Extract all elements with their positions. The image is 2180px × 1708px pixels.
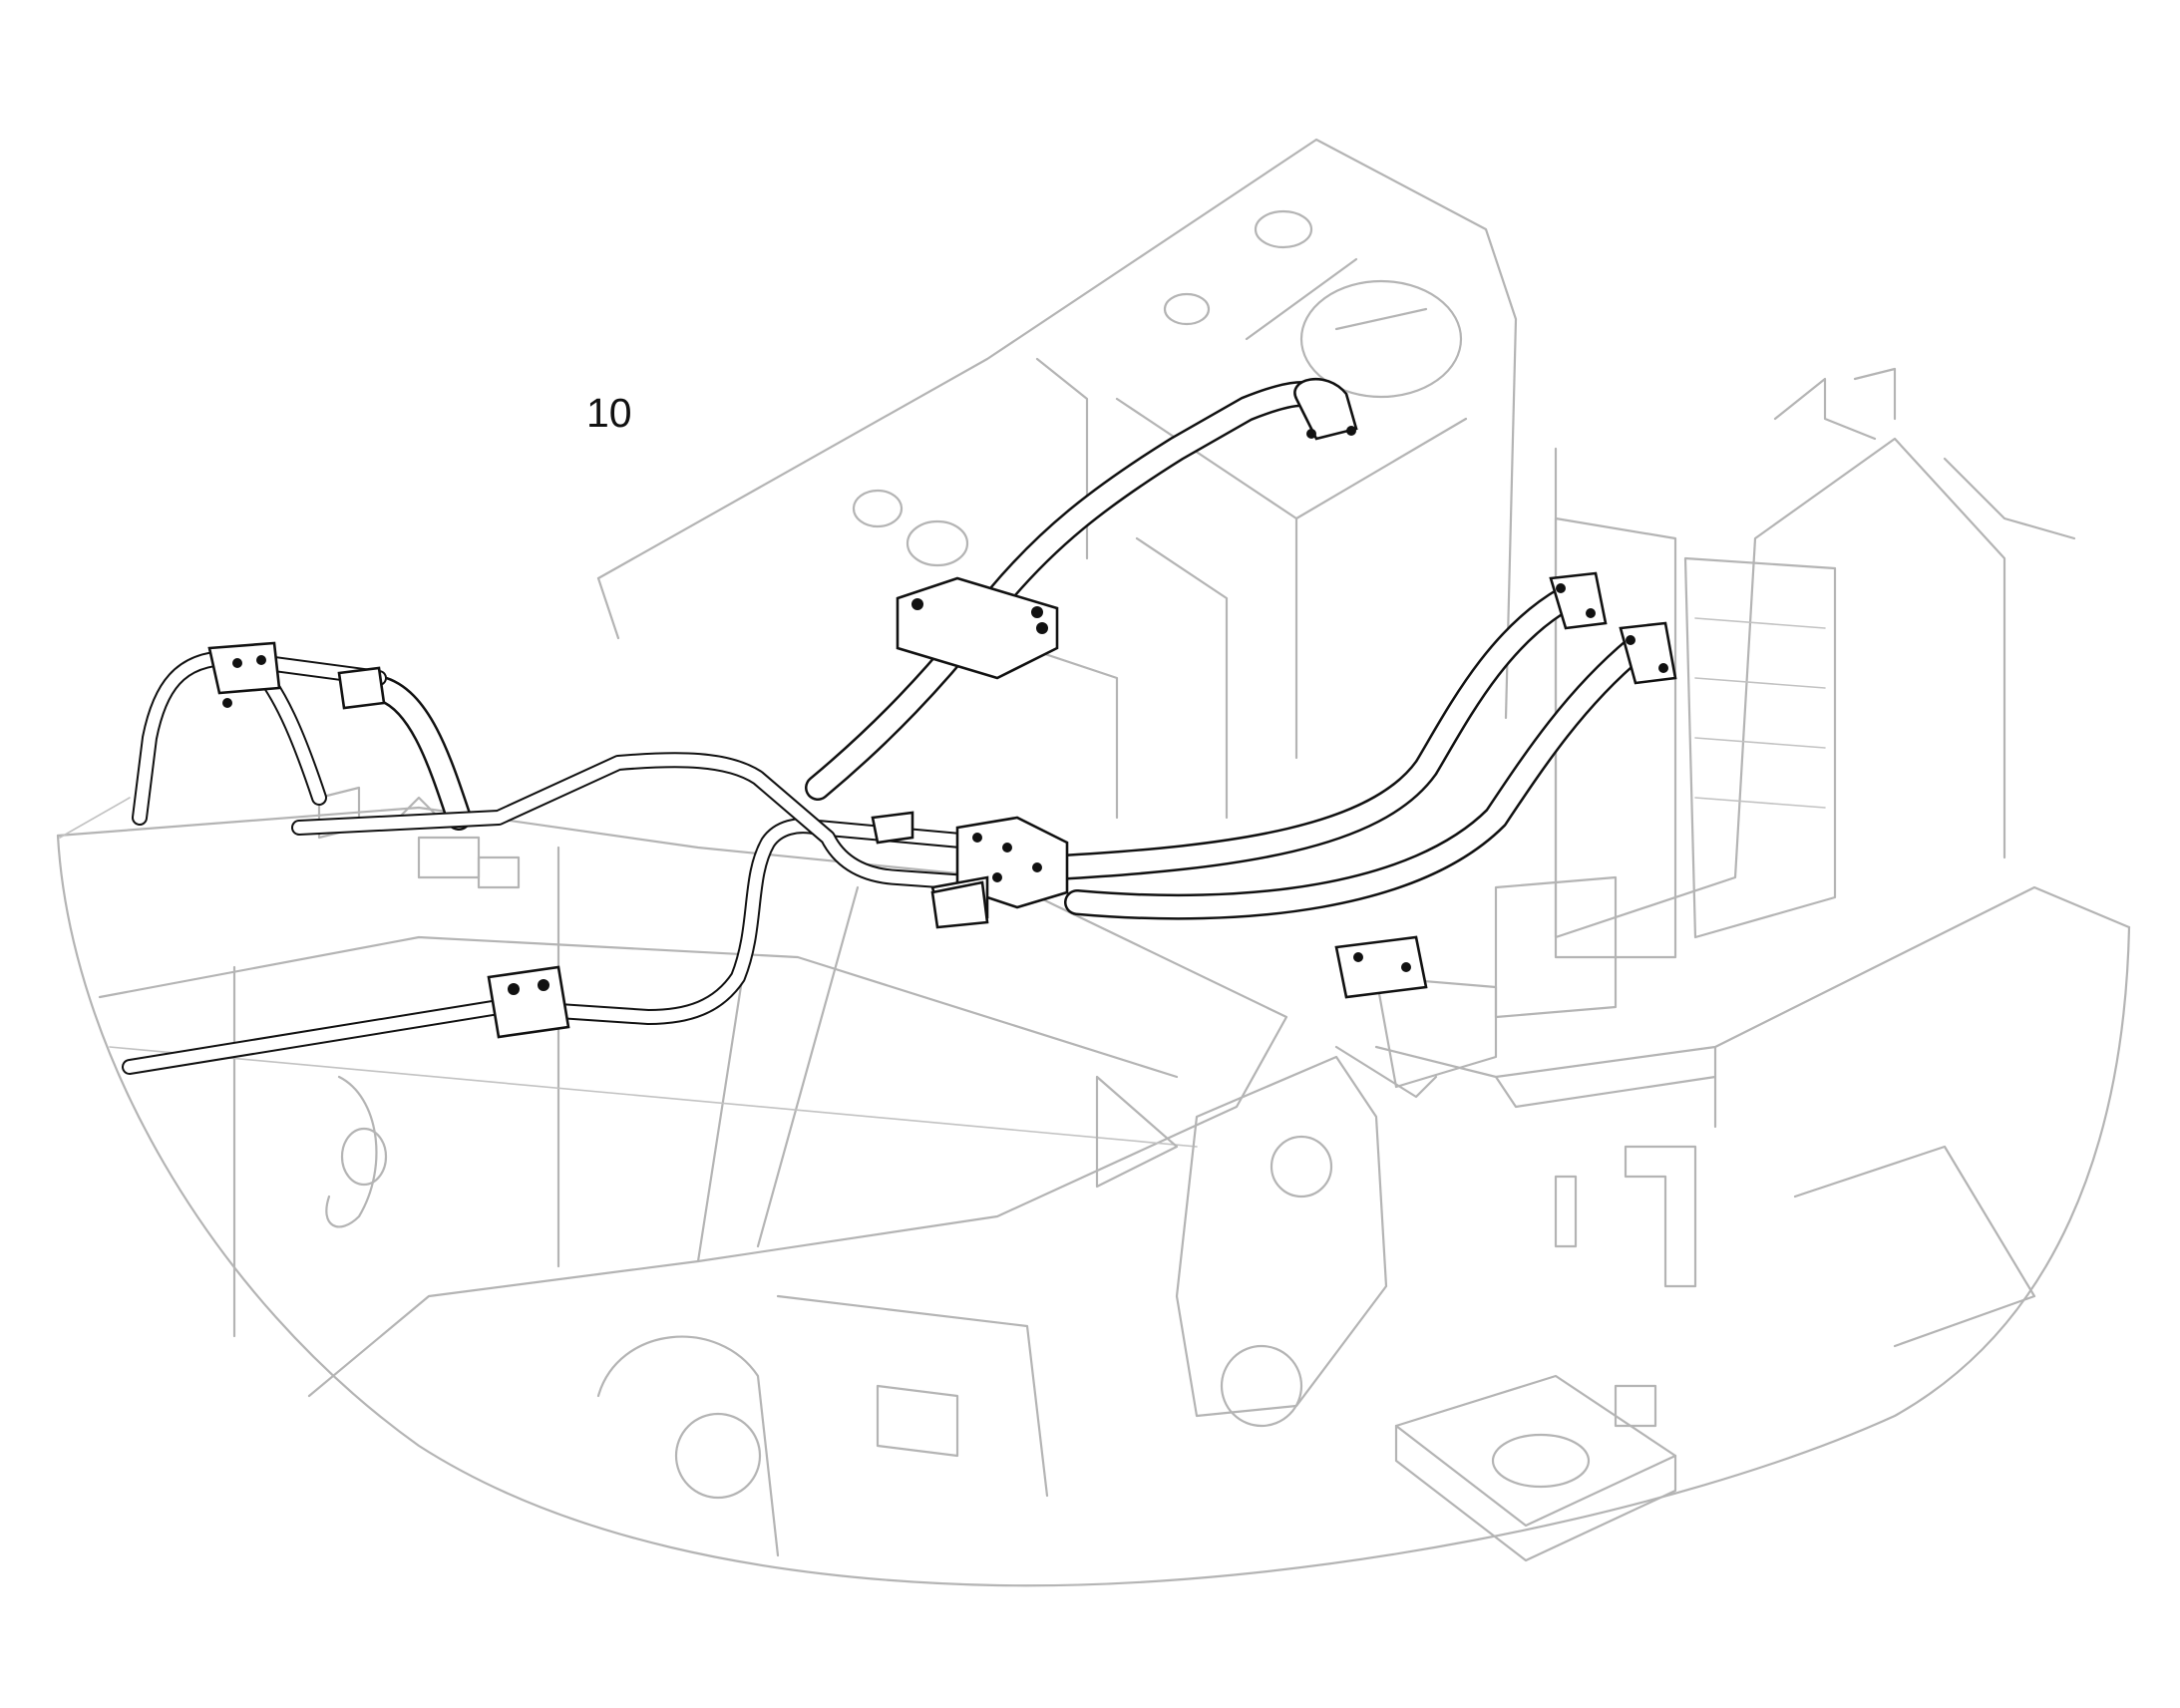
hose-clamp-block <box>896 576 1059 680</box>
frame-boundary <box>56 834 2131 1587</box>
control-valve <box>1554 516 1677 959</box>
turntable-pad <box>1394 1374 1677 1528</box>
pipe-clamp-left <box>207 641 281 695</box>
main-frame <box>1374 885 2131 1079</box>
tank-elbow-fitting <box>1293 377 1358 441</box>
boom-pivot-plate <box>1175 1055 1388 1418</box>
boom-beam <box>56 806 1288 1398</box>
valve-support-frame <box>1554 437 2006 939</box>
valve-flange-lower <box>1619 621 1677 685</box>
fittings <box>207 377 1677 1039</box>
hydraulic-tank <box>596 138 1518 720</box>
hose-coupling-left <box>337 666 386 710</box>
hydraulic-lines <box>122 381 1648 1075</box>
filler-cap <box>1299 279 1463 399</box>
valve-flange-upper <box>1549 571 1608 630</box>
pipe-clamp-mid <box>487 965 570 1039</box>
callout-10: 10 <box>586 390 632 436</box>
cylinder-mount <box>596 1335 780 1557</box>
